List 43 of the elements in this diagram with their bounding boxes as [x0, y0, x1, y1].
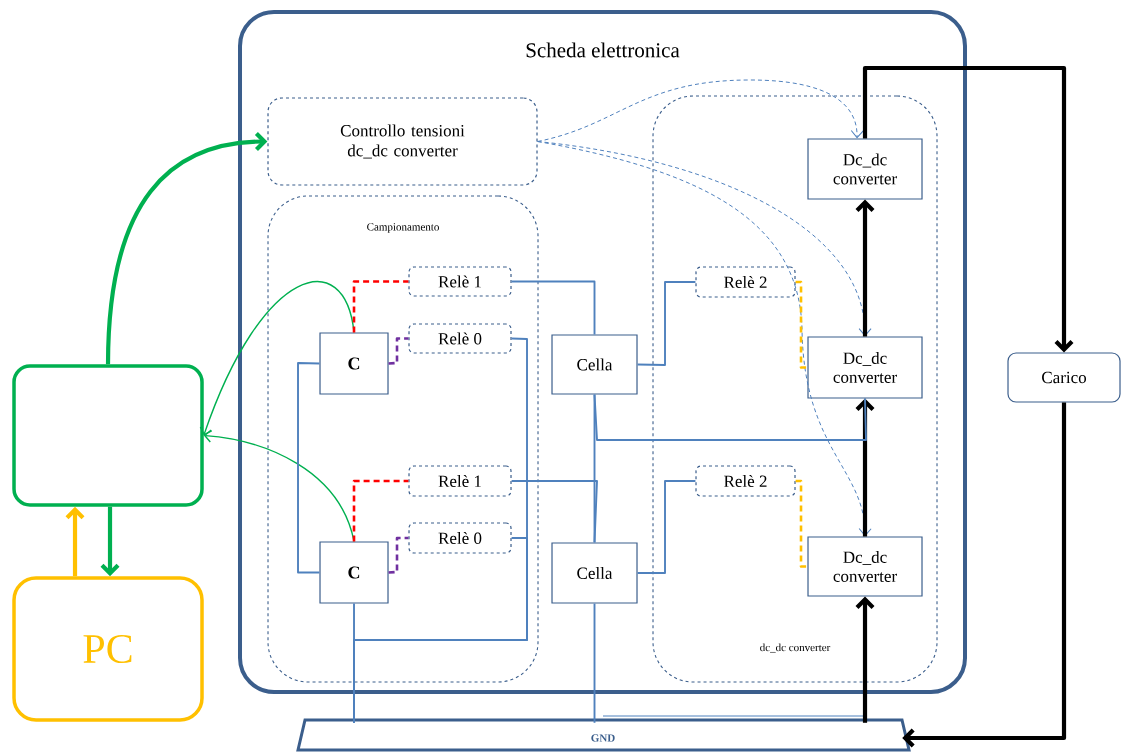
connector-line	[636, 480, 697, 574]
control-box: Controllo tensioni dc_dc converter	[267, 97, 538, 186]
converter-box: Dc_dc converter	[807, 336, 923, 399]
relay-box: Relè 1	[408, 465, 512, 497]
connector-line	[593, 393, 867, 441]
connector-line	[388, 337, 409, 365]
arrow	[855, 199, 875, 337]
converter-box: Dc_dc converter	[807, 536, 923, 597]
connector-line	[510, 280, 596, 336]
connector-line	[636, 281, 697, 366]
instrument-box	[12, 364, 204, 507]
relay-box: Relè 2	[695, 266, 796, 298]
arrow	[199, 281, 355, 436]
relay-box: Relè 2	[695, 465, 796, 497]
arrow	[537, 141, 872, 537]
converter-box: Dc_dc converter	[807, 138, 923, 200]
arrow	[65, 506, 85, 577]
connector-line	[388, 536, 409, 574]
connector-line	[795, 280, 808, 369]
controller-box: C	[319, 541, 389, 604]
arrow	[100, 506, 120, 577]
controller-box: C	[319, 332, 389, 395]
connector-line	[297, 362, 321, 574]
arrow	[862, 65, 1074, 353]
cell-box: Cella	[551, 334, 638, 395]
arrow	[105, 132, 268, 365]
connector-line	[353, 537, 528, 724]
connector-line	[510, 480, 598, 544]
arrow	[537, 79, 864, 142]
arrow	[855, 596, 875, 723]
arrow	[902, 402, 1067, 748]
cell-box: Cella	[551, 542, 638, 604]
computer-box: PC	[12, 576, 204, 722]
connector-line	[593, 602, 596, 724]
relay-box: Relè 0	[408, 522, 512, 554]
ground-bar: GND	[296, 715, 911, 752]
connector-line	[352, 280, 409, 333]
arrow	[855, 398, 875, 537]
relay-box: Relè 0	[408, 323, 512, 354]
connector-line	[795, 479, 808, 568]
relay-box: Relè 1	[408, 266, 512, 297]
load-box: Carico	[1007, 352, 1121, 403]
connector-line	[352, 479, 409, 542]
